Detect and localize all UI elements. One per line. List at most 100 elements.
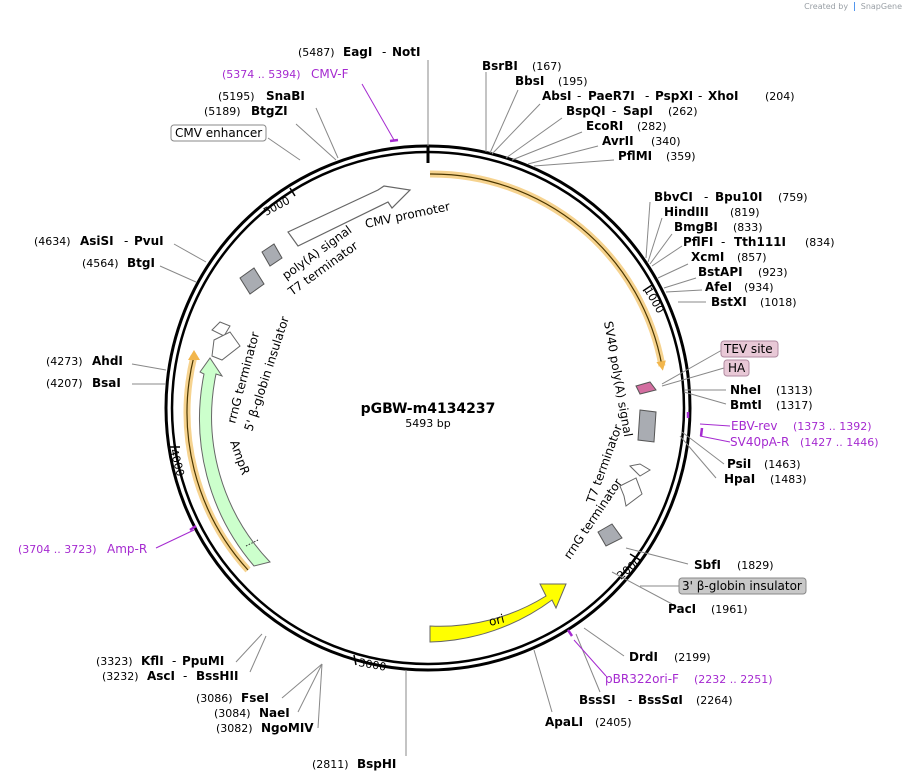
tev-ha-marker <box>635 381 657 395</box>
site-pos-hpai: (1483) <box>770 473 807 486</box>
site-name-hindiii: HindIII <box>664 205 709 219</box>
tev-site-box <box>720 340 779 358</box>
site-pos-xcmi: (857) <box>737 251 767 264</box>
feature-label-tev: TEV site <box>723 342 773 356</box>
site-pos-bmgbi: (833) <box>733 221 763 234</box>
globin-insulator-arrow <box>211 331 241 361</box>
tick-5000: 5000 <box>261 194 292 219</box>
rrng-terminator-right <box>619 477 643 507</box>
site-name-sbfi: SbfI <box>694 558 721 572</box>
site-pos-bspqi: (262) <box>668 105 698 118</box>
site-pos-btgzi: (5189) <box>204 105 241 118</box>
site-name-bsshii: BssHII <box>196 669 238 683</box>
site-pos-drdi: (2199) <box>674 651 711 664</box>
site-name-bmti: BmtI <box>730 398 762 412</box>
polya-signal-box <box>261 243 283 267</box>
tick-2000: 2000 <box>615 554 645 582</box>
site-pos-apali: (2405) <box>595 716 632 729</box>
site-sep-asci: - <box>183 669 187 683</box>
site-name-bsphi: BspHI <box>357 757 396 771</box>
feature-label-globin3: 3' β-globin insulator <box>682 579 802 593</box>
tick-3000: 3000 <box>357 656 387 674</box>
t7-terminator-right <box>628 463 651 477</box>
site-pos-asci: (3232) <box>102 670 139 683</box>
ampr-dotted <box>245 539 259 547</box>
tick-mark-5000 <box>289 187 296 197</box>
site-name-eagi: EagI <box>343 45 372 59</box>
primer-range-cmvf: (5374 .. 5394) <box>222 68 301 81</box>
primer-range-ebvrev: (1373 .. 1392) <box>793 420 872 433</box>
site-name-naei: NaeI <box>259 706 290 720</box>
orf-arc-left-line <box>186 355 249 571</box>
site-name-pflfi: PflFI <box>683 235 713 249</box>
site-pos-asisi: (4634) <box>34 235 71 248</box>
site-name-bsssi: BssSI <box>579 693 616 707</box>
site-pos-nhei: (1313) <box>776 384 813 397</box>
site-name-nhei: NheI <box>730 383 761 397</box>
site-sep-absi: - <box>577 89 581 103</box>
site-sep-asisi: - <box>124 234 128 248</box>
site-name-bpu10i: Bpu10I <box>715 190 762 204</box>
orf-arc-right <box>429 170 666 367</box>
site-pos-btgi: (4564) <box>82 257 119 270</box>
site-name-bbsi: BbsI <box>515 74 544 88</box>
primer-name-ampr: Amp-R <box>107 542 147 556</box>
tick-4000: 4000 <box>167 447 187 477</box>
site-pos-avrii: (340) <box>651 135 681 148</box>
site-name-pflmi: PflMI <box>618 149 652 163</box>
globin3-box <box>678 577 807 595</box>
site-sep-pflfi: - <box>721 235 725 249</box>
feature-label-cmv-enhancer: CMV enhancer <box>175 126 262 140</box>
site-name-xcmi: XcmI <box>691 250 724 264</box>
site-pos-paci: (1961) <box>711 603 748 616</box>
tick-mark-3000 <box>353 654 357 666</box>
site-pos-pflfi: (834) <box>805 236 835 249</box>
site-pos-bsphi: (2811) <box>312 758 349 771</box>
site-name-apali: ApaLI <box>545 715 583 729</box>
site-name-drdi: DrdI <box>629 650 658 664</box>
site-pos-kfli: (3323) <box>96 655 133 668</box>
tick-mark-2000 <box>629 553 641 561</box>
site-name-ppumi: PpuMI <box>182 654 224 668</box>
site-name-bsai: BsaI <box>92 376 121 390</box>
site-name-pspxi: PspXI <box>655 89 693 103</box>
branding: Created by ❘ SnapGene <box>804 2 902 12</box>
sv40-polya-box <box>637 409 657 443</box>
site-sep-pspxi: - <box>698 89 702 103</box>
site-sep-bbvci: - <box>704 190 708 204</box>
site-name-fsei: FseI <box>241 691 269 705</box>
created-by-text: Created by <box>804 2 849 11</box>
site-leaders-right <box>485 72 727 713</box>
site-sep-eagi: - <box>382 45 386 59</box>
feature-label-ampr: AmpR <box>227 438 252 476</box>
site-pos-bmti: (1317) <box>776 399 813 412</box>
site-pos-sbfi: (1829) <box>737 559 774 572</box>
orf-arc-right-line <box>429 173 666 371</box>
orf-arrow-left <box>188 350 200 360</box>
site-name-bsrbi: BsrBI <box>482 59 518 73</box>
primer-name-cmvf: CMV-F <box>311 67 349 81</box>
site-name-btgi: BtgI <box>127 256 155 270</box>
primer-name-ebvrev: EBV-rev <box>731 419 777 433</box>
primer-name-pbr322: pBR322ori-F <box>605 672 679 686</box>
site-name-psii: PsiI <box>727 457 751 471</box>
site-pos-bsai: (4207) <box>46 377 83 390</box>
ha-box <box>723 359 750 377</box>
primer-name-sv40pa: SV40pA-R <box>730 435 789 449</box>
rrng-terminator-box <box>597 523 623 547</box>
site-name-btgzi: BtgZI <box>251 104 288 118</box>
site-name-bmgbi: BmgBI <box>674 220 718 234</box>
site-leaders-left <box>131 60 429 756</box>
site-sep-bspqi: - <box>612 104 616 118</box>
site-pos-bbvci: (759) <box>778 191 808 204</box>
site-pos-bsssi: (2264) <box>696 694 733 707</box>
site-name-xhoi: XhoI <box>708 89 739 103</box>
site-name-bspqi: BspQI <box>566 104 606 118</box>
site-pos-naei: (3084) <box>214 707 251 720</box>
site-pos-bstxi: (1018) <box>760 296 797 309</box>
tick-mark-1000 <box>642 284 653 292</box>
site-pos-fsei: (3086) <box>196 692 233 705</box>
feature-label-sv40: SV40 poly(A) signal <box>601 320 635 438</box>
site-name-pvui: PvuI <box>134 234 164 248</box>
